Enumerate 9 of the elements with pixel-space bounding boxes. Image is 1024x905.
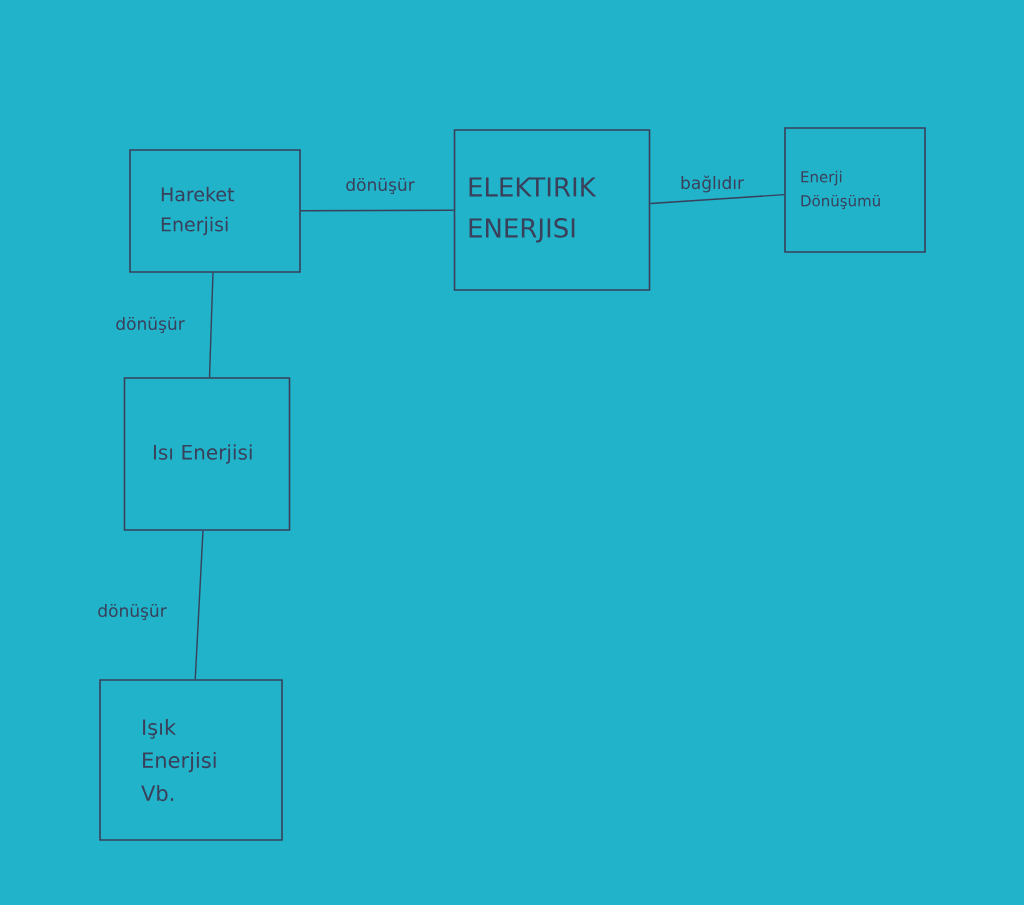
concept-box: Hareket Enerjisi xyxy=(129,149,301,273)
concept-box: ELEKTIRIK ENERJISI xyxy=(453,129,651,291)
concept-box: Enerji Dönüşümü xyxy=(784,127,926,253)
connector-line xyxy=(194,530,204,680)
connector-line xyxy=(649,193,785,205)
connector-line xyxy=(208,272,214,378)
concept-box: Işık Enerjisi Vb. xyxy=(99,679,283,841)
concept-box: Isı Enerjisi xyxy=(123,377,291,531)
connector-line xyxy=(300,209,455,212)
